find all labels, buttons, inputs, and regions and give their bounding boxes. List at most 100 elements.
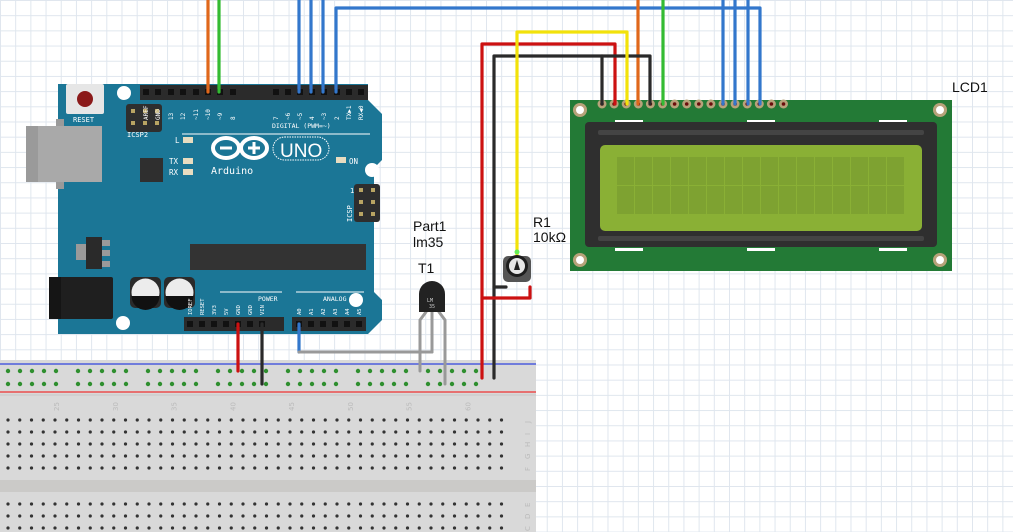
terminal-hole[interactable] xyxy=(394,466,398,470)
terminal-hole[interactable] xyxy=(229,466,233,470)
terminal-hole[interactable] xyxy=(88,418,92,422)
terminal-hole[interactable] xyxy=(488,526,492,530)
terminal-hole[interactable] xyxy=(253,430,257,434)
rail-hole[interactable] xyxy=(157,368,163,374)
terminal-hole[interactable] xyxy=(170,514,175,518)
rail-hole[interactable] xyxy=(227,381,233,387)
terminal-hole[interactable] xyxy=(41,454,45,458)
terminal-hole[interactable] xyxy=(405,502,410,506)
terminal-hole[interactable] xyxy=(217,442,222,446)
terminal-hole[interactable] xyxy=(147,454,151,458)
terminal-hole[interactable] xyxy=(229,526,233,530)
terminal-hole[interactable] xyxy=(18,502,22,506)
terminal-hole[interactable] xyxy=(264,502,269,506)
terminal-hole[interactable] xyxy=(41,442,45,446)
terminal-hole[interactable] xyxy=(147,442,151,446)
terminal-hole[interactable] xyxy=(135,526,139,530)
terminal-hole[interactable] xyxy=(159,442,163,446)
terminal-hole[interactable] xyxy=(194,418,198,422)
terminal-hole[interactable] xyxy=(358,526,363,530)
rail-hole[interactable] xyxy=(53,381,59,387)
rail-hole[interactable] xyxy=(391,368,397,374)
terminal-hole[interactable] xyxy=(53,526,57,530)
rail-hole[interactable] xyxy=(309,368,315,374)
terminal-hole[interactable] xyxy=(147,526,151,530)
terminal-hole[interactable] xyxy=(135,466,139,470)
rail-hole[interactable] xyxy=(321,381,327,387)
terminal-hole[interactable] xyxy=(394,454,398,458)
terminal-hole[interactable] xyxy=(41,502,45,506)
terminal-hole[interactable] xyxy=(488,442,492,446)
terminal-hole[interactable] xyxy=(476,418,480,422)
terminal-hole[interactable] xyxy=(464,466,468,470)
terminal-hole[interactable] xyxy=(288,502,292,506)
terminal-hole[interactable] xyxy=(499,466,504,470)
terminal-hole[interactable] xyxy=(300,514,304,518)
terminal-hole[interactable] xyxy=(347,526,351,530)
power-pin[interactable] xyxy=(223,321,229,327)
terminal-hole[interactable] xyxy=(323,526,327,530)
rail-hole[interactable] xyxy=(367,381,373,387)
terminal-hole[interactable] xyxy=(229,430,233,434)
terminal-hole[interactable] xyxy=(41,430,45,434)
terminal-hole[interactable] xyxy=(88,466,92,470)
terminal-hole[interactable] xyxy=(276,454,280,458)
digital-pin[interactable] xyxy=(346,89,352,95)
terminal-hole[interactable] xyxy=(394,526,398,530)
terminal-hole[interactable] xyxy=(217,526,222,530)
rail-hole[interactable] xyxy=(285,381,291,387)
terminal-hole[interactable] xyxy=(358,442,363,446)
terminal-hole[interactable] xyxy=(441,418,445,422)
terminal-hole[interactable] xyxy=(335,454,339,458)
terminal-hole[interactable] xyxy=(123,514,128,518)
terminal-hole[interactable] xyxy=(182,502,186,506)
rail-hole[interactable] xyxy=(215,368,221,374)
terminal-hole[interactable] xyxy=(488,430,492,434)
terminal-hole[interactable] xyxy=(464,454,468,458)
rail-hole[interactable] xyxy=(473,381,479,387)
terminal-hole[interactable] xyxy=(41,526,45,530)
terminal-hole[interactable] xyxy=(194,454,198,458)
terminal-hole[interactable] xyxy=(405,466,410,470)
terminal-hole[interactable] xyxy=(441,466,445,470)
terminal-hole[interactable] xyxy=(206,466,210,470)
digital-pin[interactable] xyxy=(273,89,279,95)
rail-hole[interactable] xyxy=(5,381,11,387)
terminal-hole[interactable] xyxy=(347,454,351,458)
terminal-hole[interactable] xyxy=(194,442,198,446)
terminal-hole[interactable] xyxy=(464,430,468,434)
power-pin[interactable] xyxy=(187,321,193,327)
terminal-hole[interactable] xyxy=(88,430,92,434)
terminal-hole[interactable] xyxy=(29,466,34,470)
terminal-hole[interactable] xyxy=(347,418,351,422)
terminal-hole[interactable] xyxy=(182,430,186,434)
rail-hole[interactable] xyxy=(215,381,221,387)
terminal-hole[interactable] xyxy=(65,442,69,446)
terminal-hole[interactable] xyxy=(382,526,386,530)
rail-hole[interactable] xyxy=(99,368,105,374)
terminal-hole[interactable] xyxy=(452,418,457,422)
terminal-hole[interactable] xyxy=(53,502,57,506)
terminal-hole[interactable] xyxy=(194,502,198,506)
terminal-hole[interactable] xyxy=(253,442,257,446)
terminal-hole[interactable] xyxy=(370,454,374,458)
rail-hole[interactable] xyxy=(181,368,187,374)
terminal-hole[interactable] xyxy=(311,526,316,530)
terminal-hole[interactable] xyxy=(417,526,421,530)
terminal-hole[interactable] xyxy=(276,466,280,470)
terminal-hole[interactable] xyxy=(53,418,57,422)
terminal-hole[interactable] xyxy=(6,442,10,446)
terminal-hole[interactable] xyxy=(100,442,104,446)
terminal-hole[interactable] xyxy=(182,454,186,458)
terminal-hole[interactable] xyxy=(429,442,433,446)
terminal-hole[interactable] xyxy=(217,502,222,506)
terminal-hole[interactable] xyxy=(488,514,492,518)
terminal-hole[interactable] xyxy=(123,442,128,446)
terminal-hole[interactable] xyxy=(123,526,128,530)
digital-pin[interactable] xyxy=(143,89,149,95)
terminal-hole[interactable] xyxy=(441,430,445,434)
power-pin[interactable] xyxy=(199,321,205,327)
rail-hole[interactable] xyxy=(437,381,443,387)
terminal-hole[interactable] xyxy=(159,430,163,434)
terminal-hole[interactable] xyxy=(382,442,386,446)
